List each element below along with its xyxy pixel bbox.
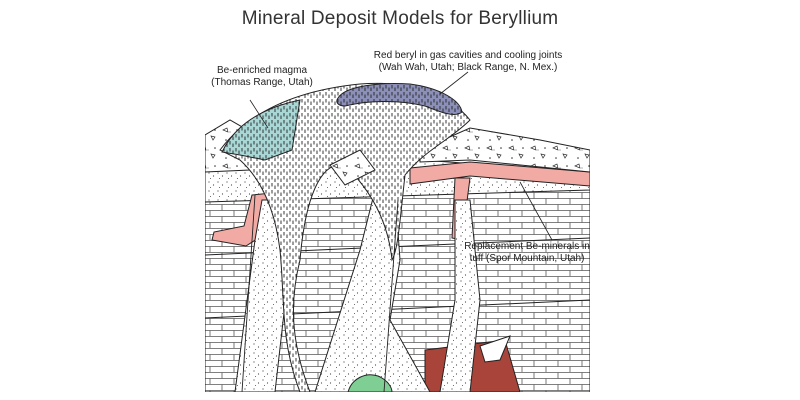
replacement-band	[409, 161, 590, 187]
label-replacement-line1: Replacement Be-minerals in	[464, 241, 590, 252]
fault-line	[241, 194, 256, 392]
label-magma-line1: Be-enriched magma	[217, 65, 307, 76]
leader-magma	[249, 99, 269, 129]
fault-line	[383, 199, 399, 392]
label-replacement-line2: tuff (Spor Mountain, Utah)	[470, 253, 585, 264]
tuff-feeder-right	[439, 199, 481, 392]
leader-replacement	[519, 181, 553, 241]
red-beryl-zone	[336, 83, 463, 115]
diagram-title: Mineral Deposit Models for Beryllium	[241, 8, 559, 29]
label-beryl-line1: Red beryl in gas cavities and cooling jo…	[374, 50, 562, 61]
breccia-cap	[419, 127, 590, 173]
green-intrusion	[347, 374, 393, 392]
label-beryl-line2: (Wah Wah, Utah; Black Range, N. Mex.)	[379, 62, 558, 73]
label-magma-line2: (Thomas Range, Utah)	[211, 77, 313, 88]
leader-beryl	[439, 71, 469, 95]
dark-red-replacement-notch	[479, 335, 511, 363]
be-enriched-magma	[221, 99, 301, 161]
breccia-pocket	[329, 149, 376, 186]
